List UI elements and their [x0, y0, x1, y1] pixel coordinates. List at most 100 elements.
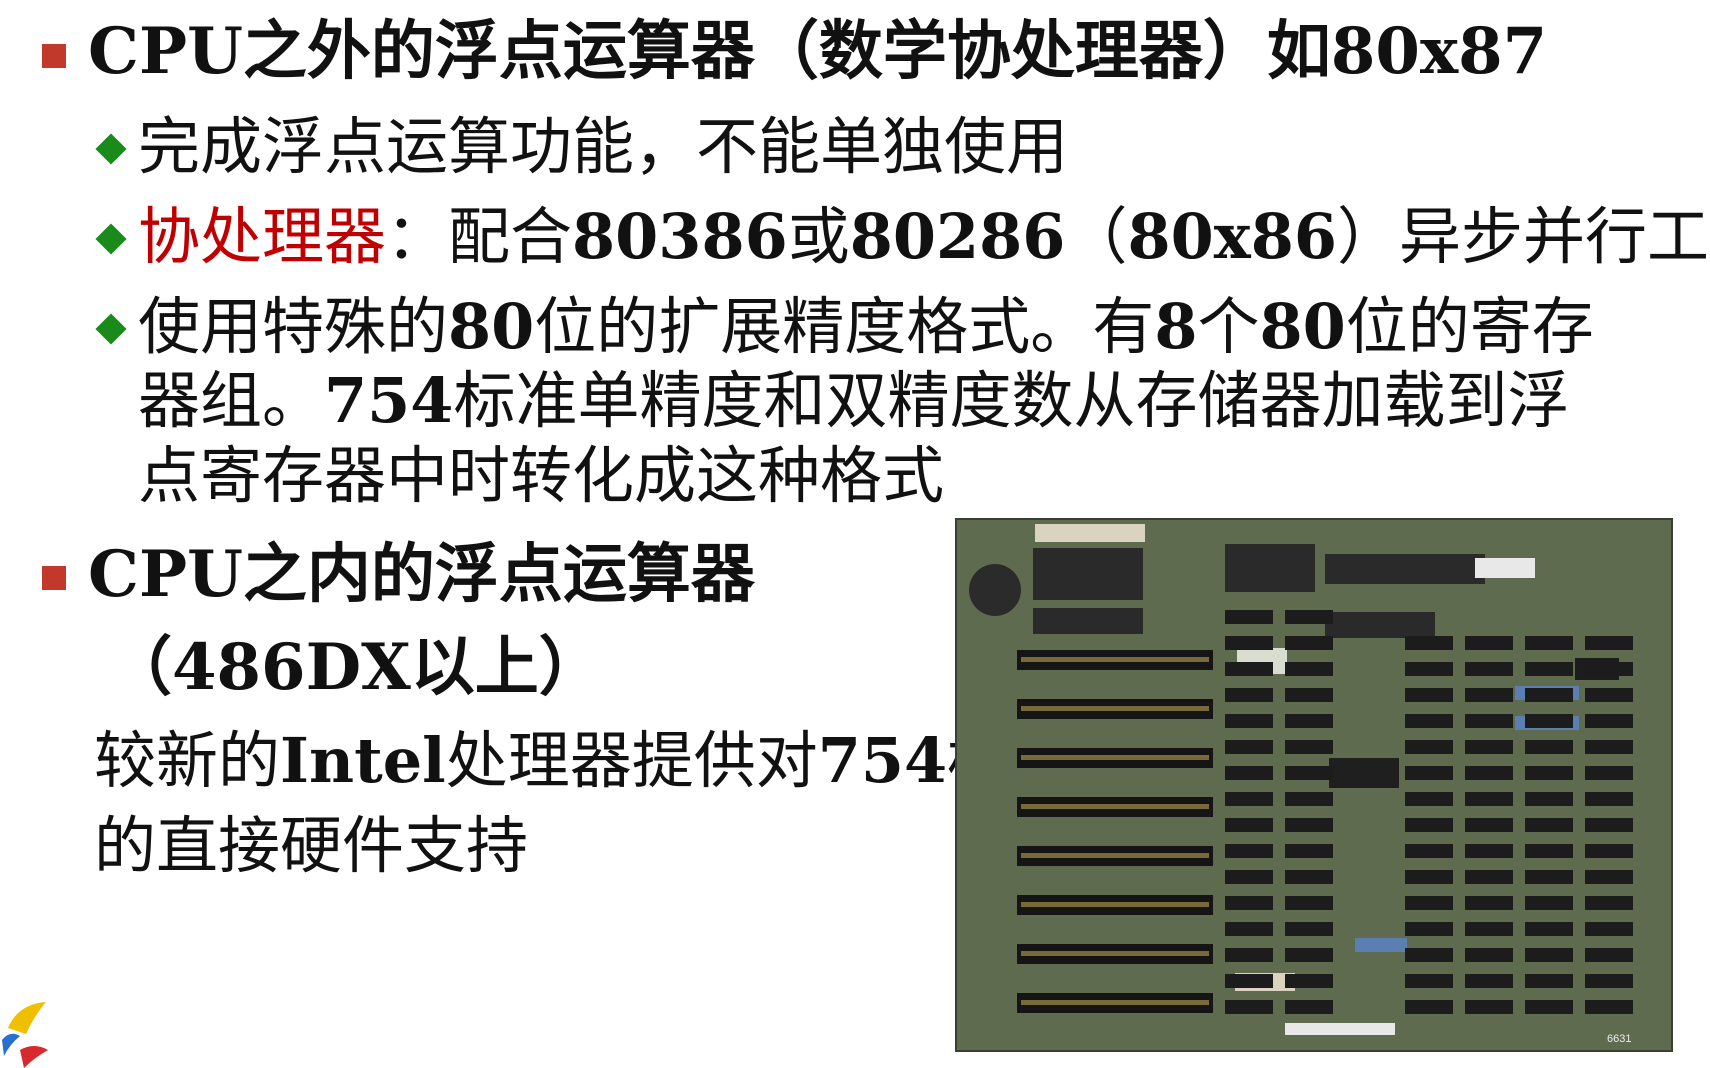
dram-chip	[1225, 792, 1273, 806]
paren-open: （	[1065, 200, 1128, 273]
dram-chip	[1285, 818, 1333, 832]
intel-label: Intel	[280, 724, 446, 797]
number-run: 80	[448, 290, 535, 363]
dram-chip	[1585, 922, 1633, 936]
dram-chip	[1405, 740, 1453, 754]
dram-chip	[1405, 766, 1453, 780]
text-run: 位的扩展精度格式。有	[534, 290, 1155, 363]
bullet-2-paren: （486DX以上）	[108, 636, 603, 700]
dram-chip	[1225, 714, 1273, 728]
dram-chip	[1405, 714, 1453, 728]
dram-chip	[1225, 922, 1273, 936]
dram-chip	[1405, 792, 1453, 806]
dram-chip	[1465, 688, 1513, 702]
dram-chip	[1465, 662, 1513, 676]
logo-icon	[2, 1002, 48, 1068]
dram-chip	[1525, 714, 1573, 728]
sub-bullet-2-or: 或	[787, 200, 850, 273]
dram-chip	[1285, 1000, 1333, 1014]
dram-chip	[1585, 870, 1633, 884]
note-line-2: 的直接硬件支持	[94, 815, 528, 877]
dram-chip	[1465, 948, 1513, 962]
dram-chip	[1585, 948, 1633, 962]
dram-chip	[1465, 818, 1513, 832]
dram-chip	[1405, 688, 1453, 702]
bios-chip	[1033, 608, 1143, 634]
dram-chip	[1525, 766, 1573, 780]
dram-chip	[1585, 714, 1633, 728]
model-label: 80x87	[1330, 14, 1548, 89]
dram-chip	[1585, 740, 1633, 754]
dram-chip	[1285, 662, 1333, 676]
bullet-square-icon	[42, 566, 66, 590]
dram-chip	[1525, 896, 1573, 910]
dram-chip	[1405, 948, 1453, 962]
text-run: 个	[1197, 290, 1260, 363]
number-run: 8	[1154, 290, 1198, 363]
power-connector	[1035, 524, 1145, 542]
dram-chip	[1225, 870, 1273, 884]
dram-chip	[1585, 896, 1633, 910]
dram-chip	[1405, 922, 1453, 936]
dram-chip	[1225, 636, 1273, 650]
number-run: 754	[817, 724, 948, 797]
dram-chip	[1405, 870, 1453, 884]
dram-chip	[1585, 662, 1633, 676]
dram-chip	[1585, 792, 1633, 806]
note-line-1: 较新的Intel处理器提供对754标准	[94, 730, 1071, 792]
dram-chip	[1285, 896, 1333, 910]
text-run: 使用特殊的	[138, 290, 449, 363]
number-run: 80	[1259, 290, 1346, 363]
sub-bullet-2-tail: ）异步并行工作	[1337, 200, 1710, 273]
dram-chip	[1285, 688, 1333, 702]
dram-chip	[1285, 974, 1333, 988]
dram-chip	[1285, 948, 1333, 962]
dram-chip	[1225, 740, 1273, 754]
coprocessor-term: 协处理器	[138, 200, 387, 273]
dram-chip	[1585, 818, 1633, 832]
cpu-label: CPU	[88, 14, 243, 89]
dram-chip	[1465, 974, 1513, 988]
logo-petal	[20, 1046, 48, 1068]
dram-chip	[1285, 792, 1333, 806]
logo-petal	[8, 1002, 46, 1034]
dram-chip	[1405, 974, 1453, 988]
dram-chip	[1465, 896, 1513, 910]
isa-slot-pins	[1021, 1000, 1209, 1005]
dram-chip	[1405, 896, 1453, 910]
dram-chip	[1465, 766, 1513, 780]
bullet-1-text: CPU之外的浮点运算器（数学协处理器）如80x87	[88, 20, 1547, 84]
sub-bullet-3-line-2: 器组。754标准单精度和双精度数从存储器加载到浮	[138, 370, 1569, 432]
number-run: 754	[324, 364, 454, 437]
dram-chip	[1525, 636, 1573, 650]
dram-chip	[1225, 896, 1273, 910]
dram-chip	[1225, 948, 1273, 962]
isa-slot-pins	[1021, 853, 1209, 858]
sub-bullet-1-body: 完成浮点运算功能，不能单独使用	[138, 110, 1069, 183]
dram-chip	[1525, 740, 1573, 754]
isa-slot-pins	[1021, 902, 1209, 907]
isa-slot-pins	[1021, 706, 1209, 711]
label-sticker	[1475, 558, 1535, 578]
text-run: 位的寄存	[1345, 290, 1594, 363]
dram-chip	[1585, 688, 1633, 702]
text-run: 的直接硬件支持	[94, 809, 529, 882]
dram-chip	[1285, 610, 1333, 624]
dram-chip	[1525, 1000, 1573, 1014]
text-run: 点寄存器中时转化成这种格式	[138, 439, 945, 512]
dram-chip	[1285, 766, 1333, 780]
dram-chip	[1525, 792, 1573, 806]
motherboard-photo: 6631	[955, 518, 1673, 1052]
bullet-square-icon	[42, 44, 66, 68]
cpu-label: CPU	[88, 537, 243, 612]
bullet-2-text: CPU之内的浮点运算器	[88, 543, 755, 607]
dram-chip	[1285, 636, 1333, 650]
dram-chip	[1465, 792, 1513, 806]
dram-chip	[1225, 662, 1273, 676]
dram-chip	[1525, 844, 1573, 858]
isa-slot-pins	[1021, 657, 1209, 662]
dram-chip	[1225, 766, 1273, 780]
dram-chip	[1405, 1000, 1453, 1014]
dram-chip	[1585, 636, 1633, 650]
dram-chip	[1285, 922, 1333, 936]
